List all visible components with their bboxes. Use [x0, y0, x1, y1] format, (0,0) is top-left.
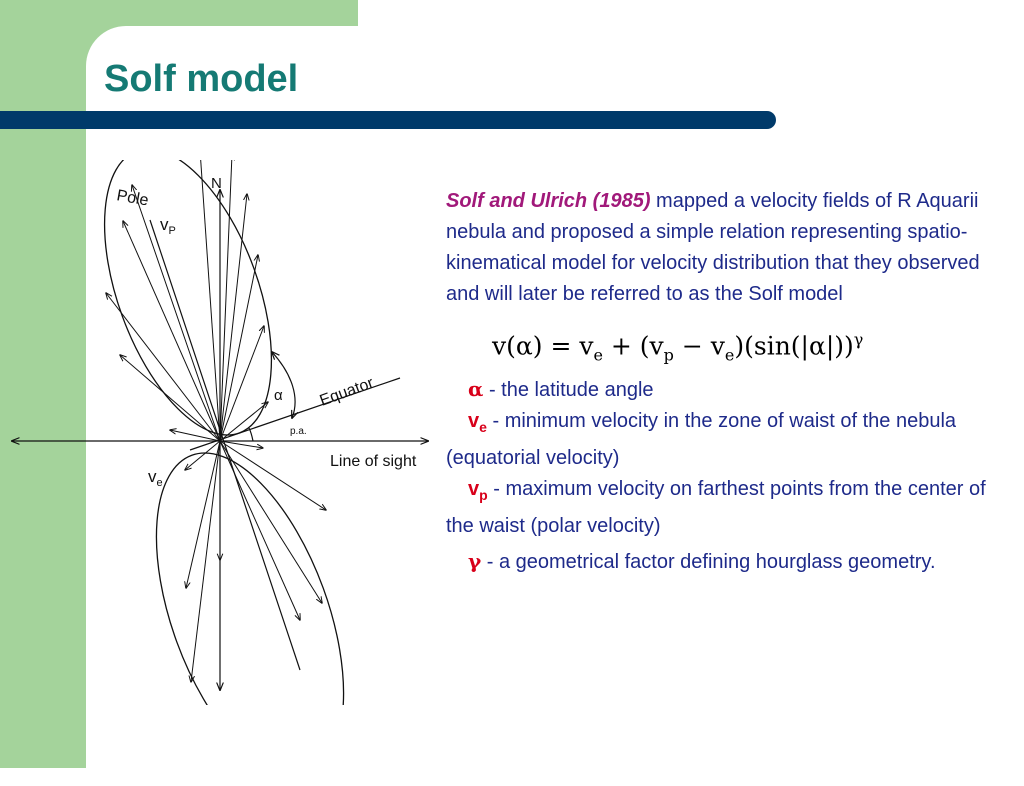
slide-title: Solf model: [104, 58, 299, 100]
intro-paragraph: Solf and Ulrich (1985) mapped a velocity…: [446, 186, 1018, 310]
alpha-label: α: [274, 387, 283, 404]
upper-lobe: [103, 160, 273, 436]
definition-vp: vp - maximum velocity on farthest points…: [446, 478, 986, 537]
pole-label: Pole: [115, 187, 150, 209]
nebula-lobes: [103, 160, 345, 705]
pa-arc: [248, 427, 254, 442]
intro-text: mapped a velocity fields of R Aquarii ne…: [446, 190, 980, 305]
gamma-symbol: γ: [468, 549, 482, 573]
lower-lobe: [155, 452, 345, 705]
slide-panel: [86, 26, 1024, 786]
equator-label: Equator: [318, 374, 377, 409]
title-underline-bar: [0, 111, 776, 129]
line-of-sight-label: Line of sight: [330, 453, 417, 470]
pole-axis: [149, 219, 301, 671]
vp-symbol: vp: [468, 478, 488, 503]
definition-ve: ve - minimum velocity in the zone of wai…: [446, 410, 957, 469]
definition-alpha: α - the latitude angle: [468, 377, 654, 401]
citation: Solf and Ulrich (1985): [446, 190, 651, 212]
ve-label: ve: [148, 467, 163, 489]
solf-formula: v(α) = ve + (vp − ve)(sin(|α|))γ: [492, 330, 864, 365]
diagram-axes: [12, 190, 428, 690]
pa-label: p.a.: [290, 426, 307, 437]
definition-gamma: γ - a geometrical factor defining hourgl…: [468, 549, 936, 573]
slide-content: Solf and Ulrich (1985) mapped a velocity…: [446, 186, 1018, 581]
alpha-symbol: α: [468, 377, 484, 401]
alpha-arc: [272, 352, 295, 418]
north-label: N: [211, 175, 222, 192]
vp-label: vP: [160, 215, 176, 237]
solf-model-diagram: N Pole vP Equator α p.a. Line of sight v…: [0, 160, 450, 705]
ve-symbol: ve: [468, 410, 487, 435]
velocity-vectors: [106, 160, 326, 682]
